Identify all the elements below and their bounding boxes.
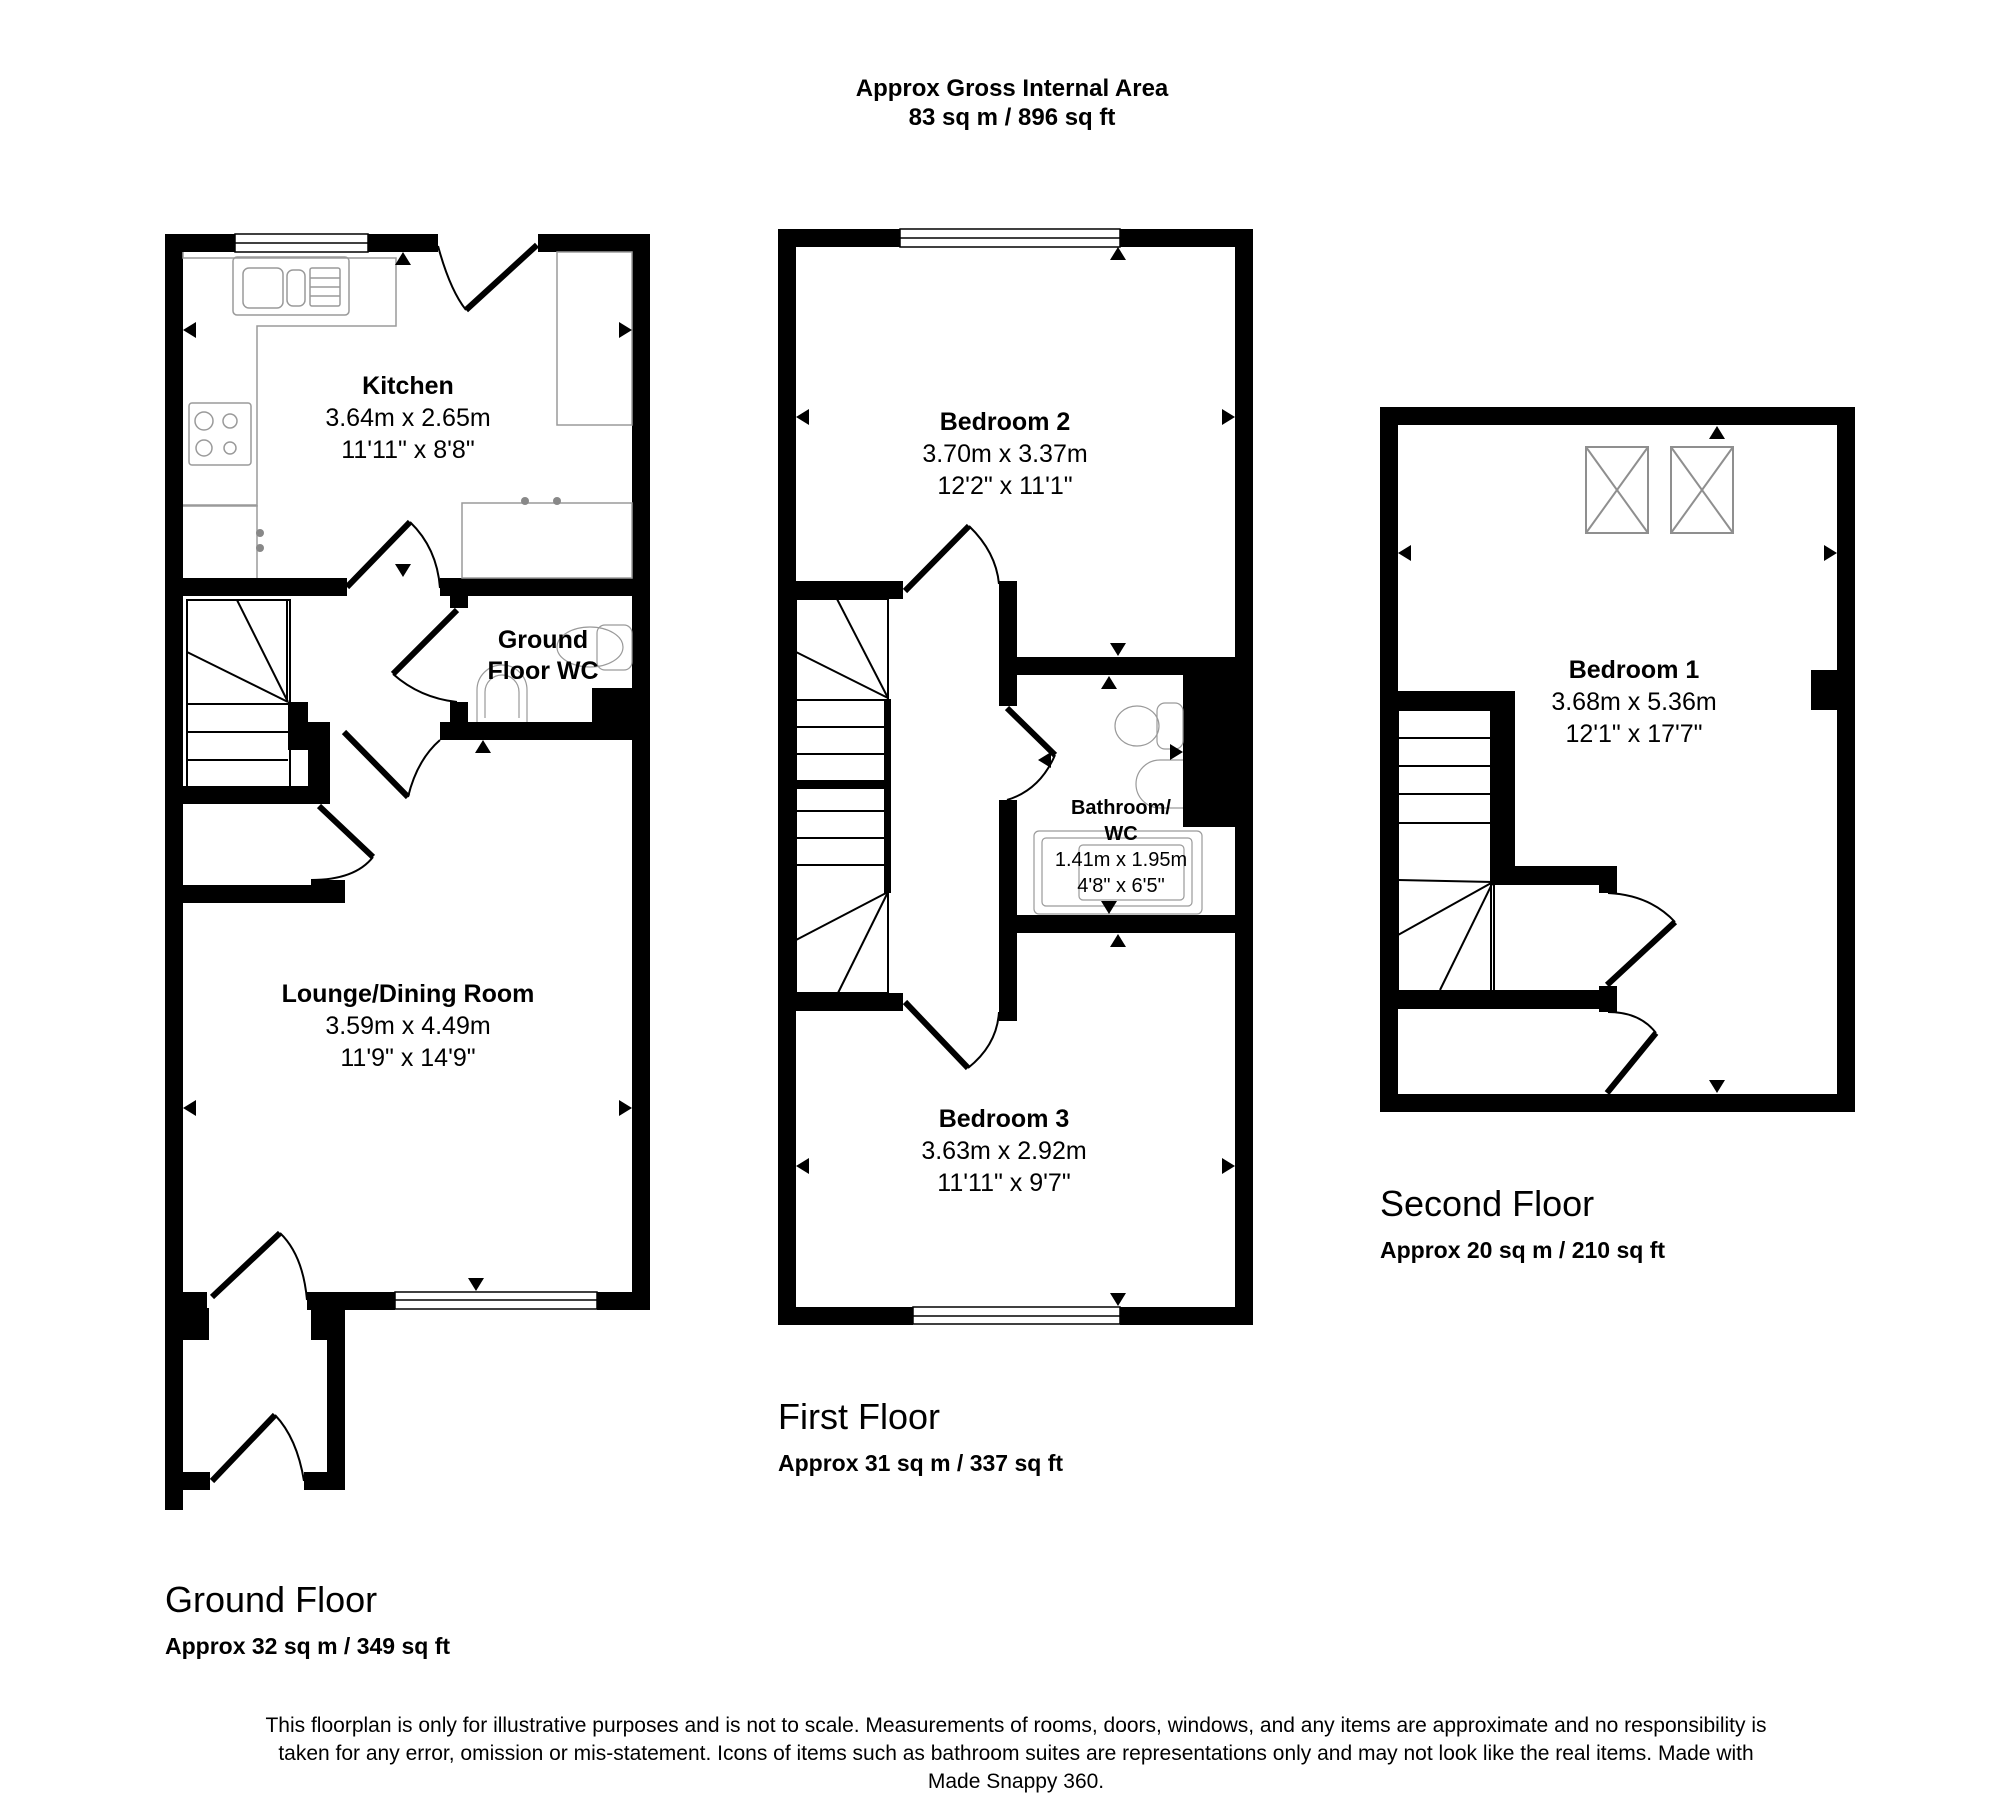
room-name-line1: Bathroom/ [1070,797,1171,819]
first-floor-caption: First Floor Approx 31 sq m / 337 sq ft [778,1397,1063,1477]
room-name-line1: Ground [497,626,589,654]
room-name-line2: Floor WC [487,657,599,685]
room-name: Kitchen [362,372,454,400]
room-dimensions-metric: 3.68m x 5.36m [1551,688,1717,716]
disclaimer-text: This floorplan is only for illustrative … [265,1714,1767,1793]
room-dimensions-imperial: 12'2" x 11'1" [937,472,1073,500]
floor-name: First Floor [778,1396,940,1437]
floor-area: Approx 32 sq m / 349 sq ft [165,1633,451,1659]
ground-floor-plan [165,233,650,1510]
room-name: Bedroom 2 [939,408,1071,436]
gross-area-total: 83 sq m / 896 sq ft [908,104,1116,131]
room-dimensions-imperial: 11'11" x 9'7" [937,1169,1071,1197]
room-name-line2: WC [1104,823,1138,845]
second-floor-plan [1380,407,1855,1112]
room-label-kitchen: Kitchen 3.64m x 2.65m 11'11" x 8'8" [325,370,490,466]
room-label-bedroom-1: Bedroom 1 3.68m x 5.36m 12'1" x 17'7" [1551,654,1716,750]
floor-name: Ground Floor [165,1579,378,1620]
room-name: Bedroom 1 [1568,656,1700,684]
room-label-ground-floor-wc: Ground Floor WC [487,625,598,687]
gross-area-heading: Approx Gross Internal Area 83 sq m / 896… [856,74,1169,132]
room-dimensions-imperial: 11'11" x 8'8" [341,436,475,464]
room-dimensions-imperial: 11'9" x 14'9" [340,1044,476,1072]
room-label-bedroom-2: Bedroom 2 3.70m x 3.37m 12'2" x 11'1" [922,406,1087,502]
ground-floor-caption: Ground Floor Approx 32 sq m / 349 sq ft [165,1580,450,1660]
floor-name: Second Floor [1380,1183,1595,1224]
room-dimensions-imperial: 12'1" x 17'7" [1565,720,1703,748]
room-dimensions-metric: 3.59m x 4.49m [325,1012,491,1040]
room-label-bathroom-wc: Bathroom/ WC 1.41m x 1.95m 4'8" x 6'5" [1055,795,1187,899]
room-dimensions-metric: 1.41m x 1.95m [1054,849,1188,871]
room-dimensions-imperial: 4'8" x 6'5" [1077,875,1165,897]
room-dimensions-metric: 3.63m x 2.92m [921,1137,1087,1165]
floor-area: Approx 31 sq m / 337 sq ft [778,1450,1064,1476]
room-label-lounge-dining: Lounge/Dining Room 3.59m x 4.49m 11'9" x… [282,978,535,1074]
second-floor-caption: Second Floor Approx 20 sq m / 210 sq ft [1380,1184,1665,1264]
room-dimensions-metric: 3.64m x 2.65m [325,404,491,432]
room-name: Lounge/Dining Room [281,980,535,1008]
first-floor-plan [778,228,1253,1325]
room-name: Bedroom 3 [938,1105,1070,1133]
room-dimensions-metric: 3.70m x 3.37m [922,440,1088,468]
room-label-bedroom-3: Bedroom 3 3.63m x 2.92m 11'11" x 9'7" [921,1103,1086,1199]
floor-area: Approx 20 sq m / 210 sq ft [1380,1237,1666,1263]
gross-area-title: Approx Gross Internal Area [855,75,1169,102]
